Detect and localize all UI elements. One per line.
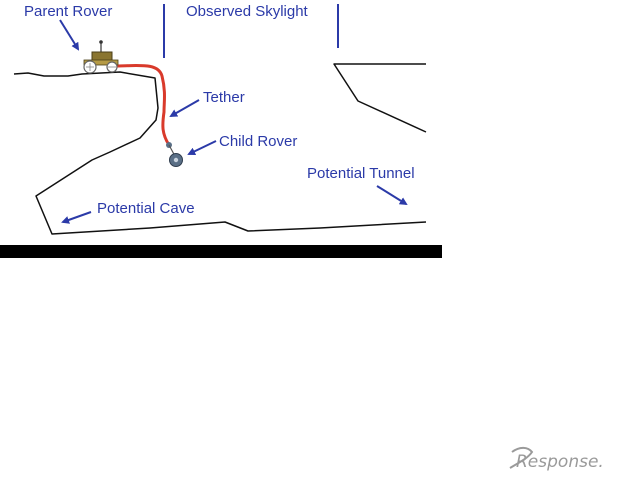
label-potential-cave: Potential Cave (97, 200, 195, 217)
label-child-rover: Child Rover (219, 133, 297, 150)
arrow-icon (169, 99, 200, 117)
label-parent-rover: Parent Rover (24, 3, 112, 20)
arrow-icon (59, 19, 80, 51)
watermark-text: Response. (516, 452, 604, 472)
arrow-icon (376, 185, 408, 206)
terrain-right-outline (333, 63, 427, 133)
label-observed-skylight: Observed Skylight (186, 3, 309, 20)
watermark-swoosh-icon (509, 446, 534, 469)
child-rover-icon (166, 142, 183, 167)
parent-rover-icon (83, 40, 119, 74)
response-watermark: Response. (509, 446, 604, 472)
tether-line (110, 63, 171, 147)
terrain-left-outline (13, 71, 427, 235)
bottom-band (0, 245, 442, 258)
label-tether: Tether (203, 89, 245, 106)
arrow-icon (187, 140, 217, 156)
label-potential-tunnel: Potential Tunnel (307, 165, 415, 182)
arrow-icon (61, 211, 92, 224)
